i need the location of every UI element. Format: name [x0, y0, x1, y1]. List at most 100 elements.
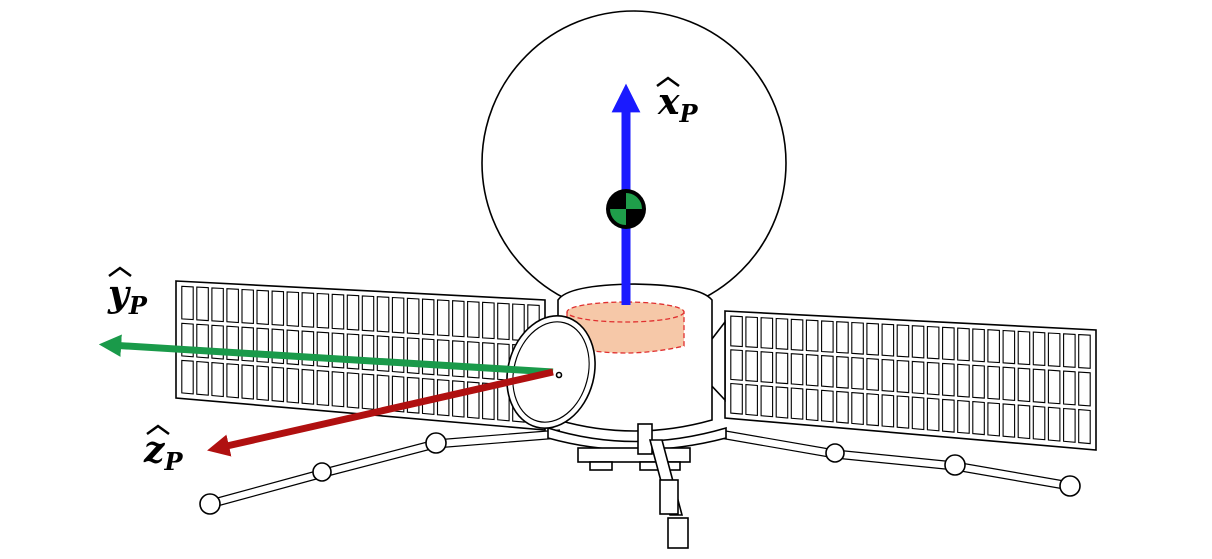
x-axis-label-main: x — [657, 81, 680, 123]
solar-cell — [181, 359, 194, 395]
solar-cell — [790, 353, 804, 386]
y-axis-label: yP — [107, 266, 148, 320]
solar-cell — [452, 380, 465, 418]
solar-cell — [805, 388, 819, 422]
solar-cell — [331, 332, 345, 369]
solar-cell — [775, 352, 789, 385]
solar-cell — [271, 366, 285, 403]
solar-cell — [1017, 330, 1031, 366]
solar-cell — [760, 351, 774, 384]
x-axis-label-subscript: P — [678, 99, 698, 128]
solar-cell — [1063, 333, 1076, 368]
solar-cell — [436, 299, 450, 337]
solar-cell — [1078, 409, 1091, 445]
solar-cell — [1047, 332, 1061, 367]
solar-cell — [851, 392, 864, 425]
solar-cell — [196, 360, 209, 396]
solar-cell — [196, 286, 209, 322]
solar-cell — [421, 298, 435, 336]
solar-cell — [987, 365, 1000, 400]
y-axis-arrow — [98, 334, 554, 376]
solar-cell — [881, 394, 895, 428]
solar-cell — [866, 357, 879, 391]
solar-cell — [926, 361, 940, 396]
solar-cell — [821, 320, 834, 353]
solar-cell — [316, 370, 330, 406]
solar-cell — [775, 317, 789, 350]
center-of-mass-icon — [606, 189, 646, 229]
solar-cell — [972, 364, 985, 399]
z-axis-arrow — [207, 368, 554, 457]
solar-cell — [942, 398, 955, 433]
solar-cell — [926, 325, 940, 360]
solar-cell — [241, 364, 254, 400]
solar-cell — [1078, 371, 1091, 407]
z-axis-label-subscript: P — [163, 447, 183, 476]
solar-cell — [1002, 329, 1016, 365]
solar-cell — [1063, 370, 1076, 406]
solar-cell — [790, 387, 804, 420]
solar-cell — [1078, 334, 1091, 369]
solar-cell — [452, 300, 465, 338]
solar-cell — [972, 328, 985, 363]
solar-cell — [881, 358, 895, 392]
solar-cell — [482, 301, 495, 340]
solar-cell — [836, 356, 849, 389]
solar-panel-right — [690, 310, 1097, 451]
solar-cell — [376, 335, 390, 372]
solar-cell — [866, 393, 879, 427]
solar-cell — [942, 362, 955, 397]
solar-cell — [331, 293, 345, 330]
solar-cell — [406, 337, 420, 375]
y-axis-hat — [108, 266, 132, 278]
solar-cell — [836, 321, 849, 354]
solar-cell — [467, 300, 480, 339]
solar-cell — [211, 362, 224, 398]
solar-cell — [1047, 369, 1061, 405]
x-axis-hat — [656, 76, 680, 88]
y-axis-label-main: y — [107, 273, 131, 315]
solar-cell — [911, 396, 925, 431]
solar-cell — [346, 333, 360, 370]
solar-cell — [211, 287, 224, 323]
solar-cell — [497, 302, 510, 341]
solar-cell — [1002, 403, 1016, 438]
solar-cell — [745, 316, 758, 348]
solar-cell — [896, 324, 910, 358]
solar-cell — [1032, 368, 1046, 404]
solar-cell — [452, 340, 465, 378]
solar-cell — [775, 386, 789, 419]
solar-cell — [790, 318, 804, 351]
svg-text:zP: zP — [143, 429, 183, 476]
solar-cell — [896, 395, 910, 429]
solar-cell — [376, 374, 390, 412]
solar-cell — [226, 363, 239, 399]
solar-cell — [957, 399, 970, 434]
solar-cell — [987, 329, 1000, 364]
solar-cell — [805, 354, 819, 387]
z-axis-hat — [146, 424, 170, 436]
solar-cell — [391, 336, 405, 373]
solar-cell — [361, 334, 375, 371]
solar-cell — [316, 292, 330, 329]
solar-cell — [730, 349, 743, 381]
solar-cell — [896, 359, 910, 394]
solar-cell — [821, 389, 834, 423]
solar-cell — [866, 322, 879, 356]
solar-cell — [391, 296, 405, 334]
solar-cell — [467, 341, 480, 379]
solar-cell — [181, 285, 194, 321]
svg-text:xP: xP — [657, 81, 698, 128]
solar-cell — [760, 385, 774, 418]
landing-leg-front — [637, 423, 689, 549]
solar-cell — [911, 325, 925, 359]
solar-cell — [361, 295, 375, 332]
solar-cell — [301, 368, 315, 405]
solar-cell — [730, 382, 743, 415]
solar-cell — [482, 342, 495, 380]
solar-cell — [836, 390, 849, 424]
solar-cell — [346, 372, 360, 409]
z-axis-label-main: z — [143, 429, 166, 471]
